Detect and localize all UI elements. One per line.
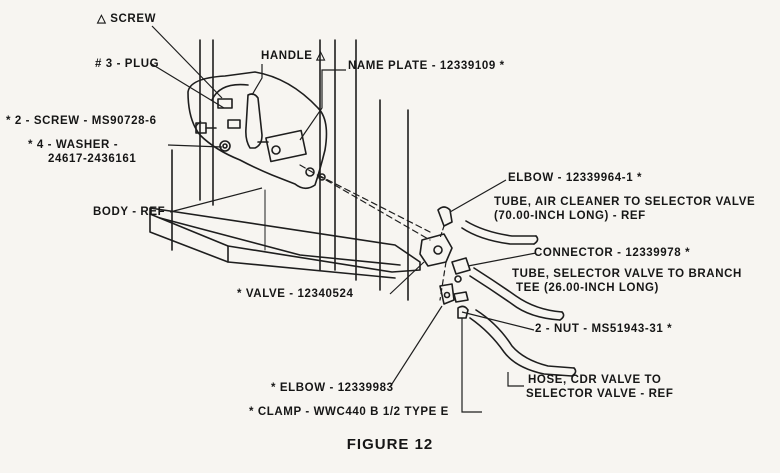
figure-title: FIGURE 12 — [346, 436, 434, 453]
callout-connector: CONNECTOR - 12339978 * — [534, 247, 691, 259]
callout-elbow-top: ELBOW - 12339964-1 * — [508, 172, 643, 184]
callout-tube-air-line1: TUBE, AIR CLEANER TO SELECTOR VALVE — [494, 196, 756, 208]
connector — [452, 258, 470, 318]
body-panel — [172, 40, 408, 300]
handle-lever — [246, 94, 306, 161]
callout-elbow-bottom: * ELBOW - 12339983 — [271, 382, 394, 394]
callout-nut: 2 - NUT - MS51943-31 * — [535, 323, 673, 335]
handle-plate — [188, 72, 326, 188]
leader-lines — [150, 26, 536, 412]
callout-hose-line1: HOSE, CDR VALVE TO — [528, 374, 662, 386]
callout-clamp: * CLAMP - WWC440 B 1/2 TYPE E — [249, 406, 449, 418]
callout-valve: * VALVE - 12340524 — [237, 288, 354, 300]
body-frame-rail — [150, 208, 420, 278]
callout-plug: # 3 - PLUG — [95, 58, 160, 70]
elbow-bottom — [440, 284, 454, 304]
callout-screw-2: * 2 - SCREW - MS90728-6 — [6, 115, 157, 127]
callout-washer-line2: 24617-2436161 — [48, 153, 137, 165]
valve-body — [420, 234, 452, 300]
callout-body-ref: BODY - REF — [93, 206, 166, 218]
callout-tube-branch-line2: TEE (26.00-INCH LONG) — [516, 282, 659, 294]
callout-screw: △ SCREW — [97, 13, 157, 25]
branch-tube — [470, 268, 564, 320]
elbow-top — [438, 207, 452, 238]
callout-tube-air-line2: (70.00-INCH LONG) - REF — [494, 210, 646, 222]
callout-tube-branch-line1: TUBE, SELECTOR VALVE TO BRANCH — [512, 268, 742, 280]
callout-handle: HANDLE △ — [261, 50, 326, 62]
callout-washer-line1: * 4 - WASHER - — [28, 139, 119, 151]
fasteners — [196, 99, 325, 180]
cdr-hose — [470, 310, 576, 376]
callout-hose-line2: SELECTOR VALVE - REF — [526, 388, 674, 400]
callout-name-plate: NAME PLATE - 12339109 * — [348, 60, 505, 72]
air-cleaner-tube — [462, 221, 538, 244]
